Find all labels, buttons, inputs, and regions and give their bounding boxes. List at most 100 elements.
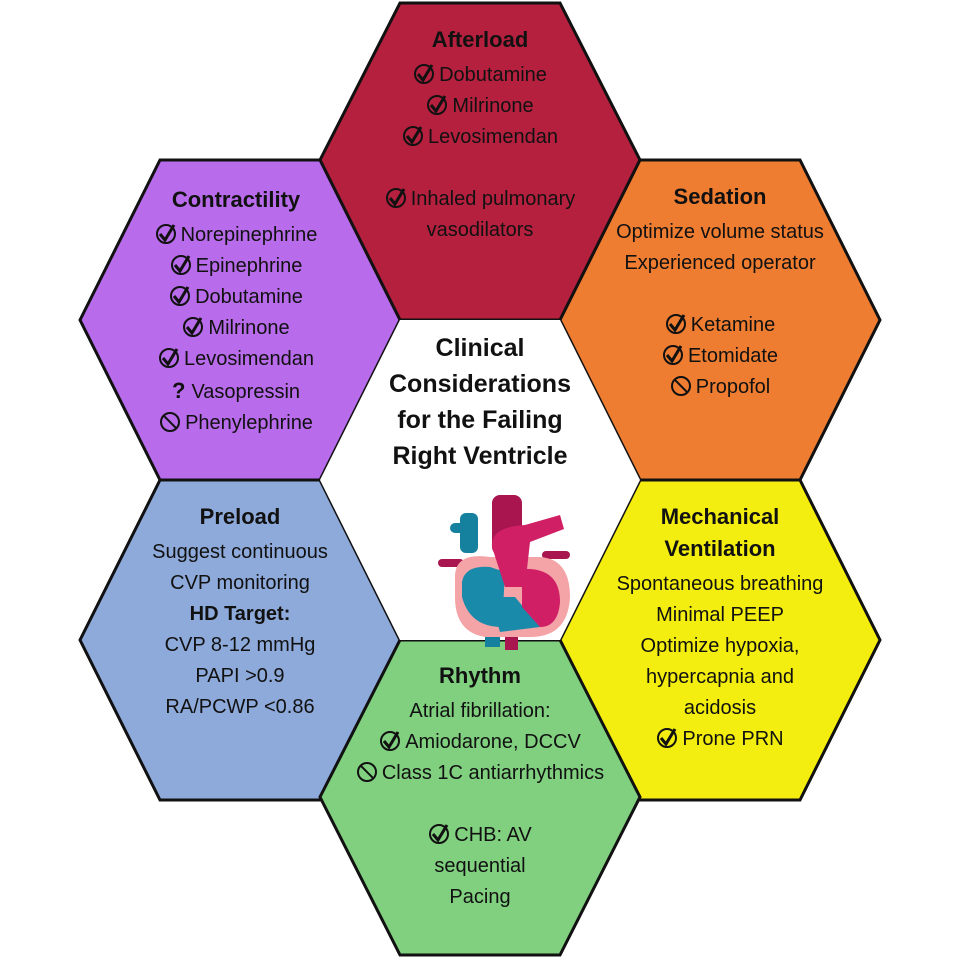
contractility-item-text: Levosimendan: [183, 348, 315, 370]
contractility-item-text: Dobutamine: [195, 286, 303, 308]
contractility-item-text: Norepinephrine: [180, 224, 318, 246]
center-title: Clinical Considerations for the Failing …: [340, 330, 620, 474]
check-circle-icon: [385, 188, 411, 210]
preload-list-item: HD Target:: [90, 599, 390, 630]
ventilation-title: Mechanical: [660, 504, 780, 529]
prohibited-icon: [356, 762, 382, 784]
ventilation-item-text: Optimize hypoxia,: [640, 635, 800, 657]
rhythm-list-item: Class 1C antiarrhythmics: [330, 758, 630, 789]
afterload-item-text: vasodilators: [426, 219, 534, 241]
center-title-line: Right Ventricle: [392, 442, 568, 470]
afterload-item-text: Inhaled pulmonary: [410, 188, 576, 210]
afterload-list-item: Levosimendan: [330, 122, 630, 153]
afterload-list-item: Dobutamine: [330, 60, 630, 91]
check-circle-icon: [656, 728, 682, 750]
sedation-list-item: Ketamine: [570, 310, 870, 341]
contractility-item-text: Phenylephrine: [185, 412, 313, 434]
afterload-item-text: Levosimendan: [427, 126, 559, 148]
sedation-item-text: Experienced operator: [624, 252, 816, 274]
preload-item-text: CVP monitoring: [170, 572, 310, 594]
contractility-list-item: Milrinone: [86, 313, 386, 344]
contractility-list-item: ?Vasopressin: [86, 375, 386, 408]
sedation-item-text: Optimize volume status: [616, 221, 824, 243]
preload-item-text: PAPI >0.9: [195, 665, 285, 687]
rhythm-title: Rhythm: [439, 663, 521, 688]
afterload-item-text: Milrinone: [452, 95, 534, 117]
rhythm-item-text: sequential: [434, 855, 526, 877]
check-circle-icon: [428, 824, 454, 846]
check-circle-icon: [379, 731, 405, 753]
sedation-item-text: Ketamine: [690, 314, 776, 336]
preload-title: Preload: [199, 504, 281, 529]
afterload-title: Afterload: [431, 27, 529, 52]
preload-item-text: HD Target:: [189, 603, 291, 625]
ventilation-item-text: Minimal PEEP: [656, 604, 784, 626]
center-title-line: for the Failing: [397, 406, 563, 434]
center-title-line: Considerations: [389, 370, 571, 398]
rhythm-list-item: Atrial fibrillation:: [330, 696, 630, 727]
rhythm-item-text: Class 1C antiarrhythmics: [381, 762, 605, 784]
preload-list-item: Suggest continuous: [90, 537, 390, 568]
contractility-item-text: Milrinone: [208, 317, 290, 339]
check-circle-icon: [402, 126, 428, 148]
sedation-list-item: Experienced operator: [570, 248, 870, 279]
hex-center: [320, 320, 640, 640]
prohibited-icon: [159, 412, 185, 434]
contractility-item-text: Vasopressin: [191, 381, 301, 403]
preload-item-text: RA/PCWP <0.86: [165, 696, 315, 718]
preload-list-item: CVP monitoring: [90, 568, 390, 599]
check-circle-icon: [155, 224, 181, 246]
ventilation-item-text: hypercapnia and: [646, 666, 794, 688]
heart-icon: [438, 495, 570, 650]
prohibited-icon: [670, 376, 696, 398]
rhythm-group: Atrial fibrillation: Amiodarone, DCCV Clas…: [330, 696, 630, 789]
rhythm-list-item: Pacing: [330, 882, 630, 913]
afterload-item-text: Dobutamine: [439, 64, 547, 86]
rhythm-list-item: CHB: AV: [330, 820, 630, 851]
ventilation-list-item: acidosis: [570, 693, 870, 724]
center-title-line: Clinical: [435, 334, 525, 362]
contractility-list-item: Phenylephrine: [86, 408, 386, 439]
check-circle-icon: [413, 64, 439, 86]
ventilation-list-item: hypercapnia and: [570, 662, 870, 693]
contractility-list-item: Norepinephrine: [86, 220, 386, 251]
sedation-title: Sedation: [673, 184, 767, 209]
rhythm-item-text: Pacing: [449, 886, 511, 908]
preload-list-item: RA/PCWP <0.86: [90, 692, 390, 723]
ventilation-list-item: Prone PRN: [570, 724, 870, 755]
sedation-item-text: Propofol: [695, 376, 771, 398]
afterload-group: Inhaled pulmonary vasodilators: [330, 184, 630, 246]
ventilation-item-text: Prone PRN: [682, 728, 784, 750]
preload-list-item: PAPI >0.9: [90, 661, 390, 692]
rhythm-item-text: Amiodarone, DCCV: [405, 731, 581, 753]
preload-item-text: Suggest continuous: [152, 541, 328, 563]
preload-item-text: CVP 8-12 mmHg: [164, 634, 316, 656]
check-circle-icon: [170, 255, 196, 277]
afterload-list-item: Inhaled pulmonary: [330, 184, 630, 215]
check-circle-icon: [182, 317, 208, 339]
afterload-list-item: Milrinone: [330, 91, 630, 122]
sedation-list-item: Optimize volume status: [570, 217, 870, 248]
contractility-list-item: Levosimendan: [86, 344, 386, 375]
preload-list-item: CVP 8-12 mmHg: [90, 630, 390, 661]
contractility-item-text: Epinephrine: [195, 255, 303, 277]
contractility-list-item: Dobutamine: [86, 282, 386, 313]
ventilation-list-item: Spontaneous breathing: [570, 569, 870, 600]
sedation-list-item: Propofol: [570, 372, 870, 403]
contractility-title: Contractility: [171, 187, 301, 212]
contractility-list-item: Epinephrine: [86, 251, 386, 282]
ventilation-list-item: Optimize hypoxia,: [570, 631, 870, 662]
rhythm-item-text: CHB: AV: [454, 824, 532, 846]
rhythm-item-text: Atrial fibrillation:: [409, 700, 551, 722]
